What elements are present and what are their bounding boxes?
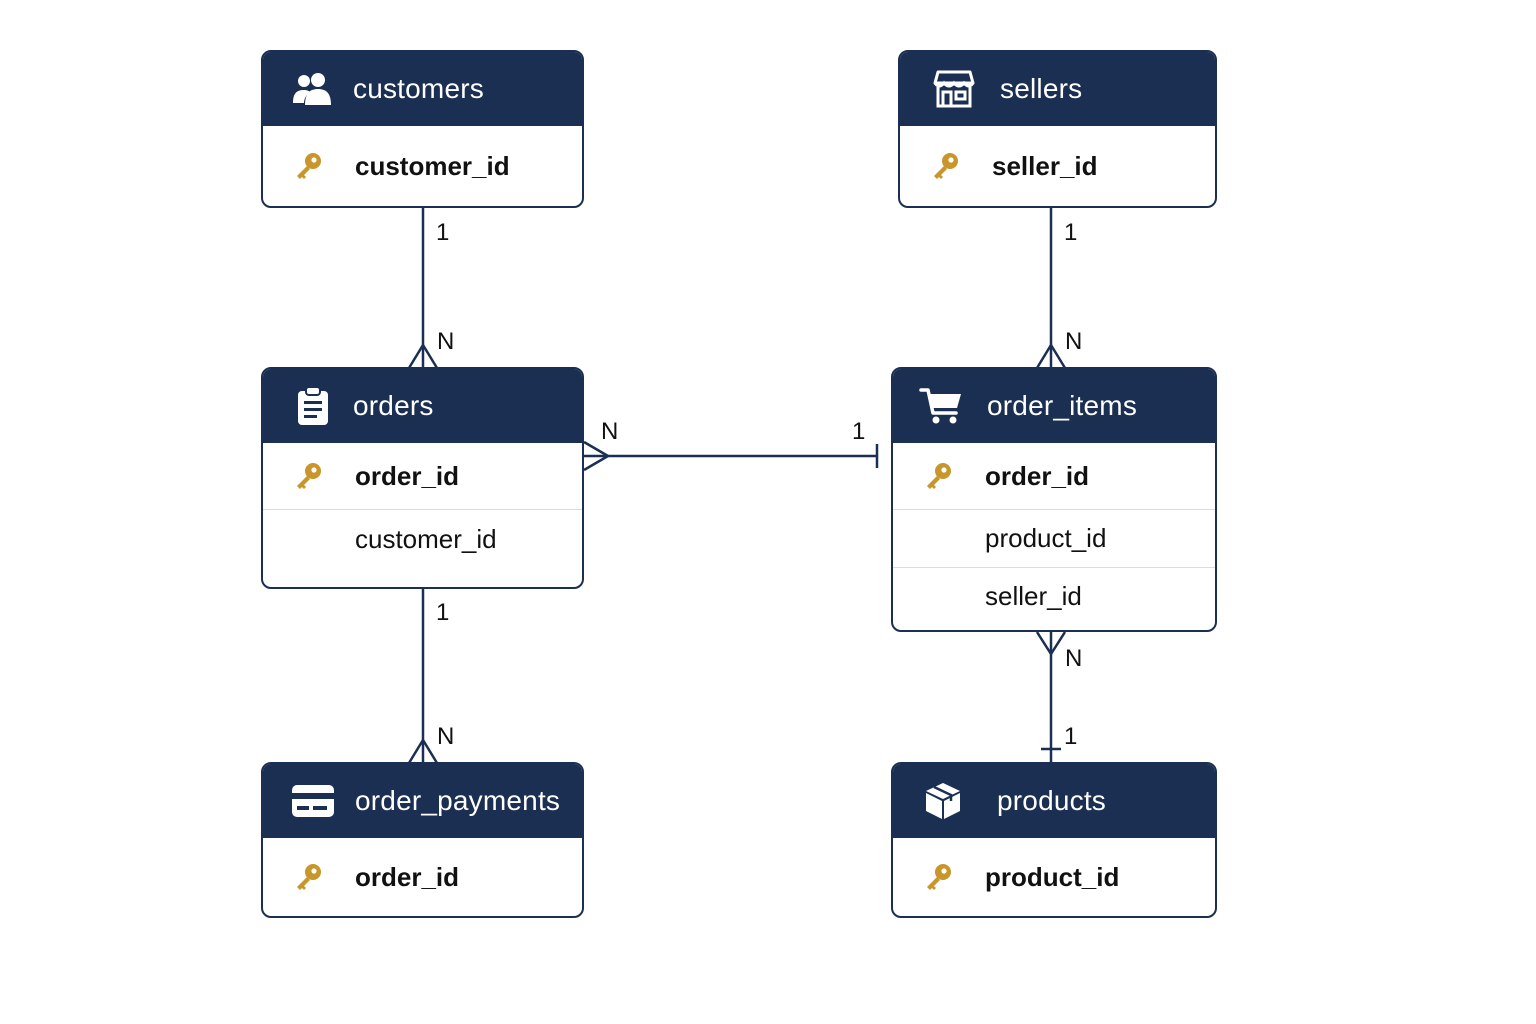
card-sellers-items-from: 1 bbox=[1064, 219, 1078, 246]
entity-orders[interactable]: orders order_id customer_id bbox=[261, 367, 584, 589]
key-icon bbox=[893, 862, 985, 892]
entity-title: products bbox=[997, 785, 1106, 816]
entity-customers[interactable]: customers customer_id bbox=[261, 50, 584, 208]
entity-header: orders bbox=[263, 369, 582, 443]
rel-orders-payments-crowsfoot bbox=[407, 738, 439, 764]
card-orders-payments-from: 1 bbox=[436, 599, 450, 626]
card-items-products-to: 1 bbox=[1064, 723, 1078, 750]
users-icon bbox=[291, 67, 335, 111]
entity-title: sellers bbox=[1000, 73, 1083, 104]
entity-title: order_items bbox=[987, 390, 1138, 421]
attribute-name: seller_id bbox=[992, 150, 1098, 181]
clipboard-icon bbox=[291, 384, 335, 428]
entity-order-payments[interactable]: order_payments order_id bbox=[261, 762, 584, 918]
store-icon bbox=[932, 67, 976, 111]
attribute-row: seller_id bbox=[893, 567, 1215, 625]
card-orders-payments-to: N bbox=[437, 723, 455, 750]
entity-header: sellers bbox=[900, 52, 1215, 126]
attribute-row: product_id bbox=[893, 509, 1215, 567]
attribute-name: customer_id bbox=[355, 150, 510, 181]
key-icon bbox=[900, 151, 992, 181]
entity-header: order_items bbox=[893, 369, 1215, 443]
rel-sellers-order-items-crowsfoot bbox=[1035, 343, 1067, 369]
attribute-row: order_id bbox=[263, 443, 582, 509]
credit-card-icon bbox=[291, 779, 335, 823]
card-customers-orders-to: N bbox=[437, 328, 455, 355]
attribute-name: order_id bbox=[985, 460, 1090, 491]
attribute-row: customer_id bbox=[263, 126, 582, 206]
key-icon bbox=[263, 461, 355, 491]
entity-order-items[interactable]: order_items order_id product_id seller_i… bbox=[891, 367, 1217, 632]
attribute-row: order_id bbox=[263, 838, 582, 916]
entity-sellers[interactable]: sellers seller_id bbox=[898, 50, 1217, 208]
key-icon bbox=[263, 151, 355, 181]
key-icon bbox=[893, 461, 985, 491]
attribute-name: product_id bbox=[985, 523, 1107, 553]
attribute-name: order_id bbox=[355, 460, 460, 491]
attribute-name: seller_id bbox=[985, 581, 1082, 611]
card-customers-orders-from: 1 bbox=[436, 219, 450, 246]
card-orders-items-to: 1 bbox=[852, 418, 866, 445]
attribute-name: product_id bbox=[985, 861, 1120, 892]
attribute-name: customer_id bbox=[355, 524, 497, 554]
box-icon bbox=[921, 779, 965, 823]
card-orders-items-from: N bbox=[601, 418, 619, 445]
rel-order-items-products-crowsfoot bbox=[1035, 631, 1067, 656]
attribute-row: order_id bbox=[893, 443, 1215, 509]
rel-customers-orders-crowsfoot bbox=[407, 343, 439, 369]
attribute-row: seller_id bbox=[900, 126, 1215, 206]
cart-icon bbox=[919, 384, 963, 428]
entity-header: customers bbox=[263, 52, 582, 126]
entity-header: order_payments bbox=[263, 764, 582, 838]
card-items-products-from: N bbox=[1065, 645, 1083, 672]
entity-title: order_payments bbox=[355, 785, 561, 816]
entity-title: orders bbox=[353, 390, 434, 421]
attribute-name: order_id bbox=[355, 861, 460, 892]
entity-header: products bbox=[893, 764, 1215, 838]
card-sellers-items-to: N bbox=[1065, 328, 1083, 355]
key-icon bbox=[263, 862, 355, 892]
entity-products[interactable]: products product_id bbox=[891, 762, 1217, 918]
rel-orders-order-items-crowsfoot bbox=[583, 440, 610, 472]
attribute-row: product_id bbox=[893, 838, 1215, 916]
entity-title: customers bbox=[353, 73, 484, 104]
attribute-row: customer_id bbox=[263, 509, 582, 569]
